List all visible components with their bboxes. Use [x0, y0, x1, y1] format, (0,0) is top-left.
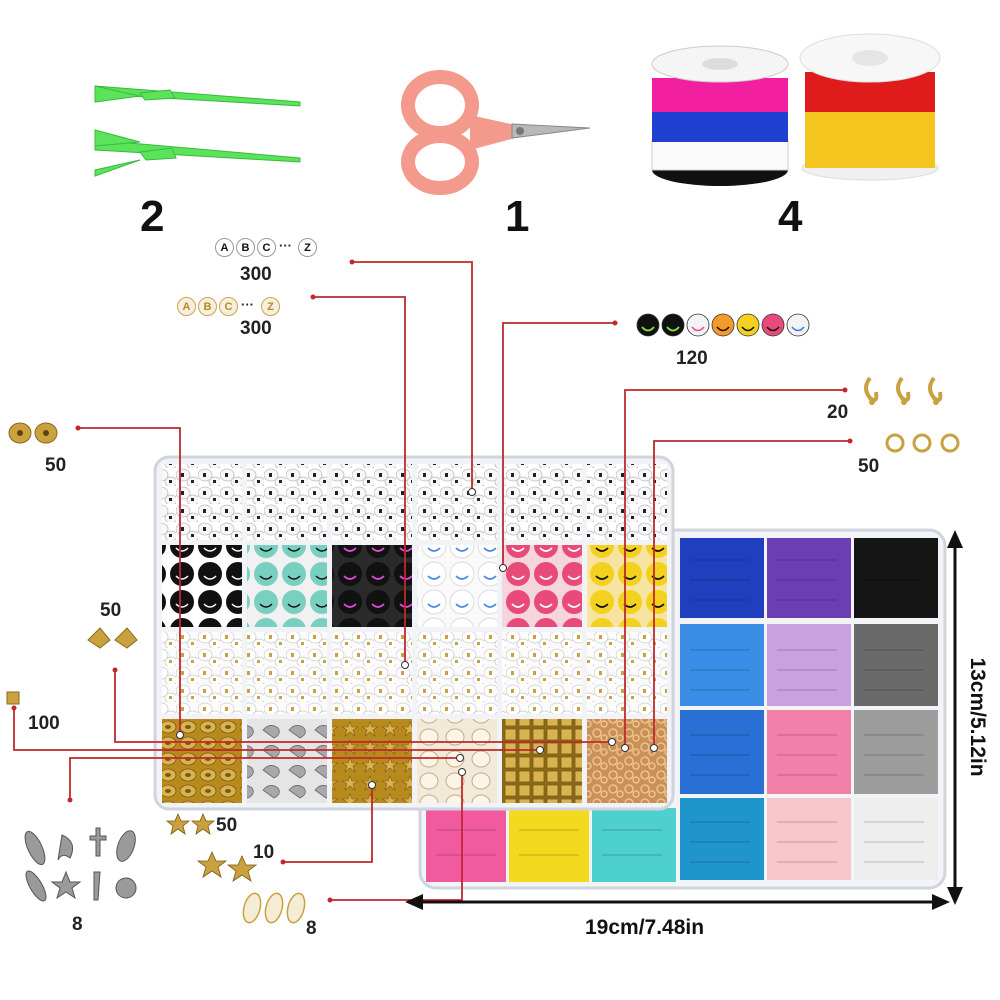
star-bead-count: 50	[216, 815, 238, 836]
width-dimension-label: 19cm/7.48in	[585, 916, 705, 939]
ellipsis: ···	[279, 238, 292, 253]
jump-ring-count: 50	[858, 456, 880, 477]
string-count: 4	[778, 192, 803, 241]
pendant-count: 8	[72, 914, 83, 935]
accessory-compartments	[162, 719, 667, 803]
lobster-clasp-count: 20	[827, 402, 849, 423]
scissors-count: 1	[505, 192, 530, 241]
smiley-count: 120	[676, 348, 708, 369]
gold-letter-bead-b: B	[198, 297, 217, 316]
gold-letter-bead-z: Z	[261, 297, 280, 316]
crimp-cover-count: 50	[100, 600, 122, 621]
ellipsis: ···	[241, 297, 254, 312]
tweezers-count: 2	[140, 192, 165, 241]
spacer-bead-count: 50	[45, 455, 67, 476]
letter-bead-c: C	[257, 238, 276, 257]
height-dimension-label: 13cm/5.12in	[966, 657, 989, 777]
clay-bead-compartments	[426, 538, 938, 882]
gold-letter-bead-a: A	[177, 297, 196, 316]
gold-letter-bead-c: C	[219, 297, 238, 316]
gold-letter-count: 300	[240, 318, 272, 339]
star-charm-count: 10	[253, 842, 275, 863]
cube-bead-count: 100	[28, 713, 60, 734]
shell-count: 8	[306, 918, 317, 939]
white-letter-count: 300	[240, 264, 272, 285]
letter-bead-z: Z	[298, 238, 317, 257]
letter-bead-a: A	[215, 238, 234, 257]
letter-bead-b: B	[236, 238, 255, 257]
